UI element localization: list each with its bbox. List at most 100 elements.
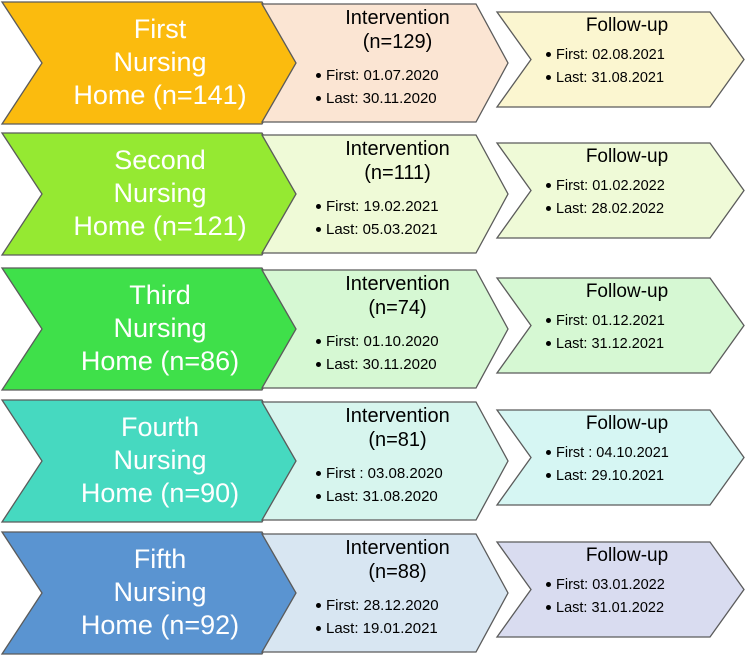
bullet-icon [316,625,321,631]
intervention-first-date: First: 01.07.2020 [326,67,439,84]
followup-date-item: Last: 28.02.2022 [546,198,665,221]
home-label-line: Home (n=141) [73,80,247,110]
intervention-last-date: Last: 30.11.2020 [326,356,437,373]
intervention-title: Intervention [345,537,450,559]
followup-last-date: Last: 31.08.2021 [556,70,665,86]
followup-first-date: First: 02.08.2021 [556,47,665,63]
followup-date-item: First : 04.10.2021 [546,442,669,465]
followup-title: Follow-up [585,413,669,434]
followup-date-item: First: 03.01.2022 [546,574,665,597]
followup-title: Follow-up [585,15,669,36]
followup-first-date: First: 01.02.2022 [556,178,665,194]
bullet-icon [316,493,321,499]
followup-date-item: First: 01.12.2021 [546,310,665,333]
bullet-icon [316,203,321,209]
home-chevron [0,531,299,655]
bullet-icon [546,449,551,455]
followup-first-date: First: 01.12.2021 [556,313,665,329]
intervention-count: (n=129) [362,31,433,53]
bullet-icon [316,470,321,476]
intervention-title: Intervention [345,138,450,160]
bullet-icon [546,51,551,57]
intervention-chevron [260,401,509,521]
home-label-line: Home (n=92) [80,610,240,640]
intervention-date-item: First: 01.07.2020 [316,64,439,87]
home-label-line: Nursing [113,577,207,607]
followup-date-item: First: 02.08.2021 [546,44,665,67]
followup-last-date: Last: 31.12.2021 [556,336,665,352]
home-label-line: Nursing [113,47,207,77]
intervention-count: (n=81) [368,429,427,451]
intervention-date-item: Last: 30.11.2020 [316,353,439,376]
home-label-line: Home (n=121) [73,211,247,241]
followup-chevron [495,541,745,638]
bullet-icon [546,581,551,587]
intervention-count: (n=88) [368,561,427,583]
bullet-icon [316,602,321,608]
intervention-first-date: First: 28.12.2020 [326,597,439,614]
home-label-line: First [133,14,187,44]
bullet-icon [546,317,551,323]
intervention-first-date: First : 03.08.2020 [326,465,443,482]
intervention-chevron [260,3,509,123]
bullet-icon [546,604,551,610]
followup-date-item: First: 01.02.2022 [546,175,665,198]
intervention-chevron [260,533,509,653]
intervention-first-date: First: 19.02.2021 [326,198,439,215]
intervention-title: Intervention [345,273,450,295]
home-label-line: Home (n=86) [80,346,240,376]
intervention-title: Intervention [345,7,450,29]
followup-last-date: Last: 28.02.2022 [556,201,665,217]
intervention-last-date: Last: 05.03.2021 [326,221,438,238]
home-chevron [0,1,299,125]
intervention-date-item: Last: 30.11.2020 [316,87,439,110]
home-label-line: Nursing [113,313,207,343]
intervention-last-date: Last: 19.01.2021 [326,620,438,637]
intervention-date-item: First : 03.08.2020 [316,462,443,485]
intervention-date-item: First: 28.12.2020 [316,594,439,617]
home-chevron [0,267,299,391]
bullet-icon [546,74,551,80]
intervention-last-date: Last: 30.11.2020 [326,90,437,107]
intervention-date-item: First: 19.02.2021 [316,195,439,218]
home-label-line: Fifth [133,544,187,574]
followup-date-item: Last: 31.01.2022 [546,597,665,620]
home-label-line: Nursing [113,178,207,208]
intervention-first-date: First: 01.10.2020 [326,333,439,350]
home-label-line: Fourth [120,412,200,442]
intervention-title: Intervention [345,405,450,427]
followup-date-item: Last: 31.12.2021 [546,333,665,356]
intervention-last-date: Last: 31.08.2020 [326,488,438,505]
home-label-line: Second [114,145,206,175]
followup-last-date: Last: 31.01.2022 [556,600,665,616]
bullet-icon [316,338,321,344]
home-label-line: Nursing [113,445,207,475]
bullet-icon [546,205,551,211]
bullet-icon [546,182,551,188]
followup-first-date: First : 04.10.2021 [556,445,669,461]
followup-chevron [495,142,745,239]
bullet-icon [316,72,321,78]
bullet-icon [316,361,321,367]
followup-chevron [495,11,745,108]
home-chevron [0,132,299,256]
followup-title: Follow-up [585,281,669,302]
home-label-line: Home (n=90) [80,478,240,508]
followup-first-date: First: 03.01.2022 [556,577,665,593]
intervention-count: (n=74) [368,297,427,319]
